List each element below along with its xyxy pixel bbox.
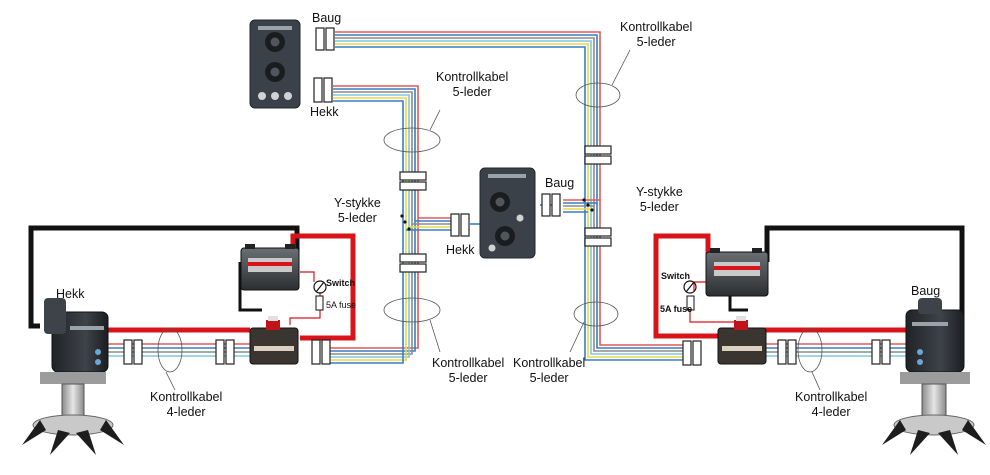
switch-left: [313, 280, 327, 294]
label-baug-right: Baug: [911, 284, 941, 298]
label-kontrollkabel-top-mid: Kontrollkabel 5-leder: [436, 70, 508, 100]
label-hekk-top: Hekk: [310, 105, 339, 119]
label-kontrollkabel-4-left: Kontrollkabel 4-leder: [150, 390, 222, 420]
label-kontrollkabel-bottom-mid: Kontrollkabel 5-leder: [432, 356, 504, 386]
cable-callouts: [157, 49, 823, 391]
label-y-stykke-right: Y-stykke 5-leder: [636, 185, 683, 215]
switch-right: [683, 280, 697, 294]
label-fuse-left: 5A fuse: [326, 300, 357, 310]
positive-cable-right: [653, 233, 722, 339]
thruster-baug: [882, 298, 986, 455]
label-kontrollkabel-top-right: Kontrollkabel 5-leder: [620, 20, 692, 50]
label-baug-mid: Baug: [545, 176, 575, 190]
label-text: 5-leder: [529, 371, 569, 385]
label-y-stykke-left: Y-stykke 5-leder: [334, 196, 381, 226]
fuse-left: [315, 295, 324, 311]
label-text: 5-leder: [448, 371, 488, 385]
label-text: 5-leder: [639, 200, 679, 214]
battery-right: [705, 248, 769, 297]
control-panel-top: [249, 19, 301, 109]
label-baug-top: Baug: [312, 11, 342, 25]
control-box-right: [717, 316, 767, 365]
fuse-right: [686, 295, 695, 311]
label-text: 4-leder: [811, 405, 851, 419]
label-text: Kontrollkabel: [150, 390, 223, 404]
label-text: 5-leder: [636, 35, 676, 49]
cable-connectors: [123, 27, 891, 366]
label-text: Y-stykke: [334, 196, 381, 210]
label-hekk-left: Hekk: [56, 287, 85, 301]
label-switch-left: Switch: [326, 278, 356, 288]
label-switch-right: Switch: [661, 271, 691, 281]
label-text: Kontrollkabel: [513, 356, 586, 370]
battery-left: [240, 244, 300, 291]
thruster-hekk: [22, 298, 124, 455]
ground-cable-left: [28, 225, 300, 329]
label-text: Kontrollkabel: [795, 390, 868, 404]
label-text: Kontrollkabel: [432, 356, 505, 370]
label-fuse-right: 5A fuse: [660, 304, 693, 314]
label-kontrollkabel-4-right: Kontrollkabel 4-leder: [795, 390, 867, 420]
label-text: Y-stykke: [636, 185, 683, 199]
label-text: 5-leder: [337, 211, 377, 225]
label-hekk-mid: Hekk: [446, 243, 475, 257]
control-panel-mid: [479, 167, 536, 259]
label-kontrollkabel-bottom-right: Kontrollkabel 5-leder: [513, 356, 585, 386]
label-text: 4-leder: [166, 405, 206, 419]
label-text: Kontrollkabel: [620, 20, 693, 34]
label-text: 5-leder: [452, 85, 492, 99]
label-text: Kontrollkabel: [436, 70, 509, 84]
control-box-left: [249, 316, 299, 365]
